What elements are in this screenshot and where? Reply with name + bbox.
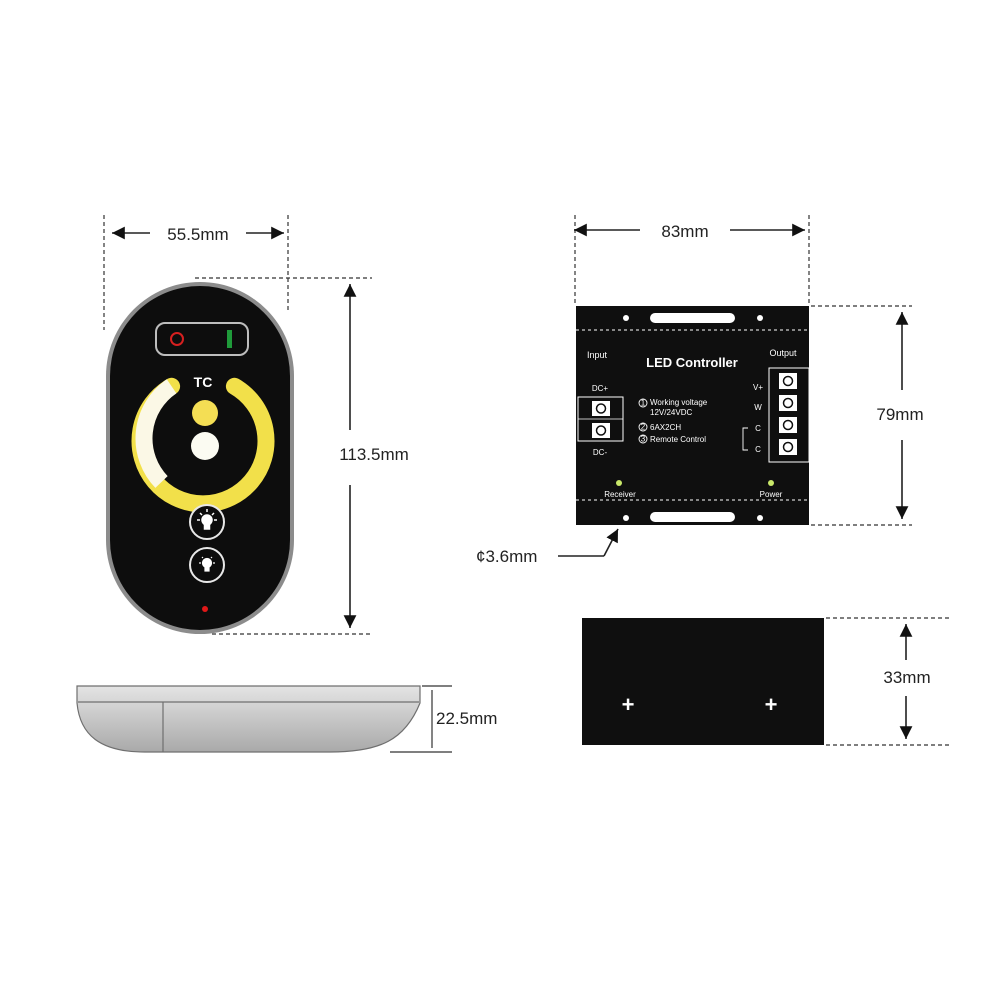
remote-front-view: 55.5mm 113.5mm TC (103, 215, 409, 635)
controller-width-label: 83mm (661, 222, 708, 241)
cool-white-button[interactable] (191, 432, 219, 460)
screw-icon (782, 419, 794, 431)
mounting-hole (623, 315, 629, 321)
remote-side-shell (76, 685, 421, 753)
controller-height-label: 79mm (876, 405, 923, 424)
screw-icon (595, 425, 607, 436)
mounting-hole (757, 515, 763, 521)
output-c1-label: C (755, 424, 761, 433)
power-label: Power (760, 490, 783, 499)
remote-width-label: 55.5mm (167, 225, 228, 244)
receiver-label: Receiver (604, 490, 636, 499)
mounting-hole-label: ¢3.6mm (476, 547, 537, 566)
power-indicator (768, 480, 774, 486)
spec-current: 6AX2CH (650, 423, 681, 432)
remote-side-view: 22.5mm (76, 685, 497, 753)
controller-depth-label: 33mm (883, 668, 930, 687)
screw-icon (782, 441, 794, 453)
dc-plus-label: DC+ (592, 384, 609, 393)
common-bracket (742, 427, 748, 451)
output-v-plus-label: V+ (753, 383, 763, 392)
receiver-indicator (616, 480, 622, 486)
controller-top-view: 83mm 79mm Input Output LED Controller DC… (476, 215, 924, 566)
mounting-hole (623, 515, 629, 521)
output-screws (779, 373, 797, 455)
spec-working-voltage: Working voltage (650, 398, 708, 407)
color-ring-warm-white-segment (135, 379, 177, 488)
power-on-icon[interactable] (227, 330, 232, 348)
spec-number-3: 3 (641, 435, 646, 444)
controller-side-view: + + 33mm (582, 617, 952, 746)
input-label: Input (587, 350, 608, 360)
screw-icon (782, 375, 794, 387)
remote-thickness-label: 22.5mm (436, 709, 497, 728)
bright-bulb-icon (197, 509, 217, 530)
hole-callout-arrow (603, 528, 619, 557)
remote-brand-label: TC (194, 374, 213, 390)
warm-white-button[interactable] (192, 400, 218, 426)
mounting-hole (757, 315, 763, 321)
terminal-screw (592, 423, 610, 438)
spec-list: 1 Working voltage 12V/24VDC 2 6AX2CH 3 R… (638, 398, 708, 444)
terminal-screw (592, 401, 610, 416)
remote-height-label: 113.5mm (339, 445, 409, 464)
dc-minus-label: DC- (593, 448, 608, 457)
brightness-up-button[interactable] (189, 504, 225, 540)
screw-mark-icon: + (765, 692, 778, 717)
power-switch[interactable] (155, 322, 249, 356)
output-c2-label: C (755, 445, 761, 454)
status-led (202, 606, 208, 612)
screw-icon (782, 397, 794, 409)
output-w-label: W (754, 403, 762, 412)
controller-title: LED Controller (646, 355, 738, 370)
spec-number-2: 2 (641, 423, 646, 432)
spec-voltage-value: 12V/24VDC (650, 408, 692, 417)
spec-remote-control: Remote Control (650, 435, 706, 444)
spec-number-1: 1 (641, 399, 646, 408)
mounting-slot-bottom (650, 512, 735, 522)
screw-icon (595, 403, 607, 414)
controller-side-body (582, 618, 824, 745)
mounting-slot-top (650, 313, 735, 323)
dim-bulb-icon (199, 556, 215, 572)
power-off-icon[interactable] (170, 332, 184, 346)
output-label: Output (769, 348, 797, 358)
screw-mark-icon: + (622, 692, 635, 717)
brightness-down-button[interactable] (189, 547, 225, 583)
